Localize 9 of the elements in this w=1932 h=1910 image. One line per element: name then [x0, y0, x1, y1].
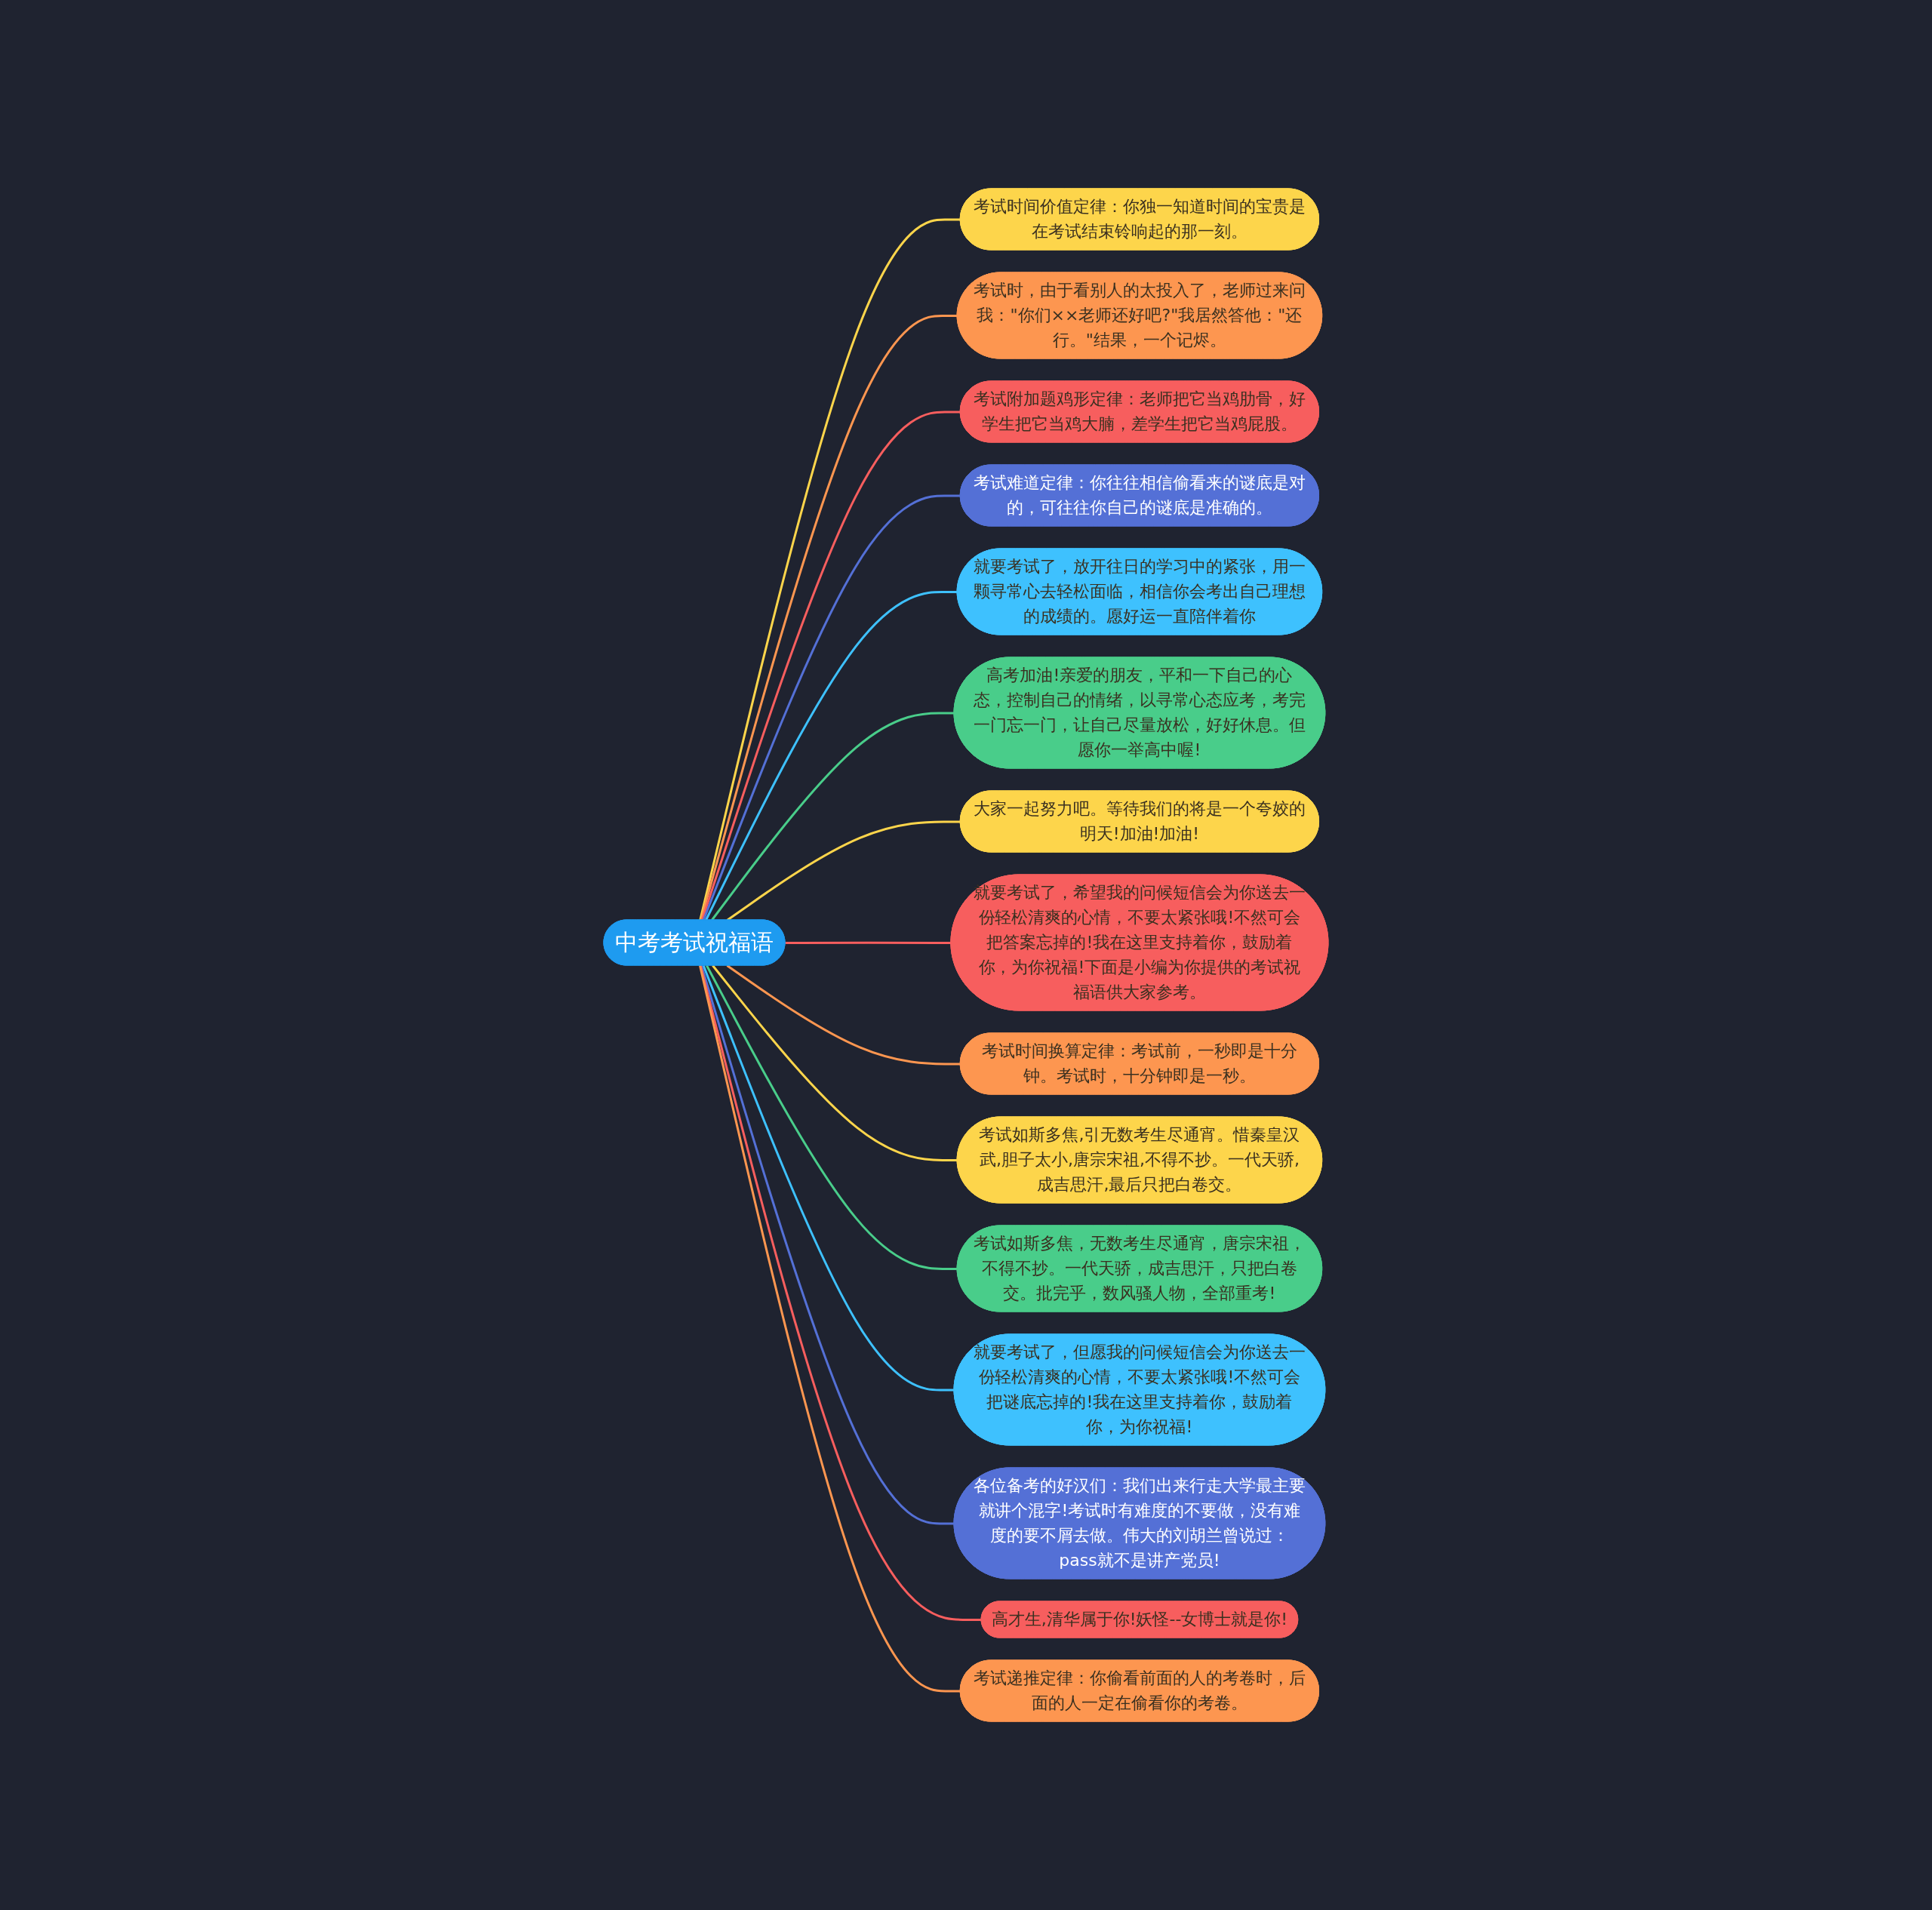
connector — [699, 965, 982, 1621]
connector — [700, 411, 961, 921]
connector — [726, 964, 961, 1066]
connector — [785, 941, 952, 944]
connector — [706, 964, 958, 1270]
connector — [700, 965, 955, 1525]
connector — [702, 964, 955, 1392]
connector — [712, 964, 958, 1161]
connector — [699, 965, 961, 1693]
